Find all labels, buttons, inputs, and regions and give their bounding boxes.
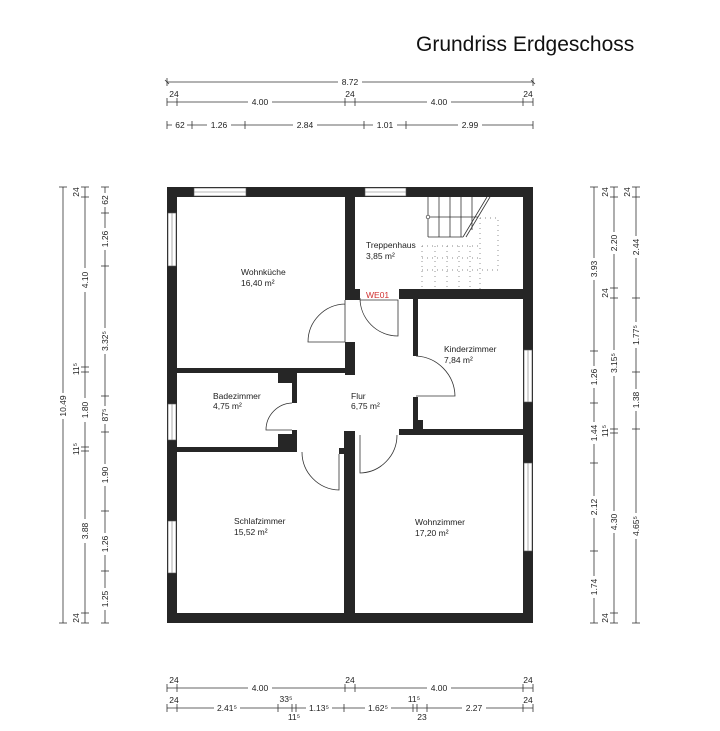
svg-text:2.84: 2.84 xyxy=(297,120,314,130)
svg-text:3,85 m²: 3,85 m² xyxy=(366,251,395,261)
svg-text:2.12: 2.12 xyxy=(589,498,599,515)
svg-text:11⁵: 11⁵ xyxy=(288,712,300,722)
svg-text:1.62⁵: 1.62⁵ xyxy=(368,703,388,713)
svg-text:1.26: 1.26 xyxy=(211,120,228,130)
svg-text:24: 24 xyxy=(523,89,533,99)
svg-text:11⁵: 11⁵ xyxy=(600,425,610,437)
svg-text:1.25: 1.25 xyxy=(100,590,110,607)
door-kitchen xyxy=(307,300,346,343)
svg-text:2.41⁵: 2.41⁵ xyxy=(217,703,237,713)
svg-text:7,84 m²: 7,84 m² xyxy=(444,355,473,365)
svg-text:24: 24 xyxy=(600,613,610,623)
dimension-left: 10.49 24 4.10 11⁵ 1.80 11⁵ 3.88 24 62 1.… xyxy=(57,186,112,624)
svg-text:1.44: 1.44 xyxy=(589,424,599,441)
svg-text:1.90: 1.90 xyxy=(100,466,110,483)
svg-text:1.77⁵: 1.77⁵ xyxy=(631,325,641,345)
plan-title: Grundriss Erdgeschoss xyxy=(416,33,635,56)
svg-text:24: 24 xyxy=(71,613,81,623)
dimension-bottom: 24 4.00 24 4.00 24 24 2.41⁵ 33⁵ 11⁵ 1.13… xyxy=(166,675,534,722)
svg-text:11⁵: 11⁵ xyxy=(408,694,420,704)
svg-text:3.93: 3.93 xyxy=(589,260,599,277)
svg-text:24: 24 xyxy=(169,675,179,685)
door-bedroom xyxy=(301,451,340,491)
svg-text:10.49: 10.49 xyxy=(58,395,68,417)
svg-text:1.26: 1.26 xyxy=(589,368,599,385)
door-entrance xyxy=(359,297,399,337)
svg-text:15,52 m²: 15,52 m² xyxy=(234,527,268,537)
svg-text:2.99: 2.99 xyxy=(462,120,479,130)
unit-marker: WE01 xyxy=(366,290,389,300)
svg-text:Wohnzimmer: Wohnzimmer xyxy=(415,517,465,527)
svg-text:24: 24 xyxy=(523,675,533,685)
svg-text:3.15⁵: 3.15⁵ xyxy=(609,353,619,373)
svg-text:23: 23 xyxy=(417,712,427,722)
svg-text:Kinderzimmer: Kinderzimmer xyxy=(444,344,497,354)
svg-text:17,20 m²: 17,20 m² xyxy=(415,528,449,538)
svg-text:33⁵: 33⁵ xyxy=(280,694,293,704)
svg-text:1.13⁵: 1.13⁵ xyxy=(309,703,329,713)
svg-text:24: 24 xyxy=(71,187,81,197)
svg-text:4.30: 4.30 xyxy=(609,513,619,530)
svg-text:1.74: 1.74 xyxy=(589,578,599,595)
svg-text:4.00: 4.00 xyxy=(431,97,448,107)
svg-text:Wohnküche: Wohnküche xyxy=(241,267,286,277)
dimension-right: 3.93 1.26 1.44 2.12 1.74 24 2.20 24 3.15… xyxy=(589,186,643,624)
svg-text:Badezimmer: Badezimmer xyxy=(213,391,261,401)
svg-text:1.26: 1.26 xyxy=(100,230,110,247)
svg-text:24: 24 xyxy=(600,288,610,298)
door-bath xyxy=(265,402,293,431)
svg-text:4.65⁵: 4.65⁵ xyxy=(631,516,641,536)
svg-text:24: 24 xyxy=(169,89,179,99)
svg-text:3.32⁵: 3.32⁵ xyxy=(100,331,110,351)
door-kids xyxy=(415,355,456,397)
svg-text:Treppenhaus: Treppenhaus xyxy=(366,240,416,250)
svg-text:8.72: 8.72 xyxy=(342,77,359,87)
svg-text:Flur: Flur xyxy=(351,391,366,401)
svg-text:11⁵: 11⁵ xyxy=(71,363,81,375)
svg-text:1.26: 1.26 xyxy=(100,535,110,552)
svg-text:4.00: 4.00 xyxy=(252,683,269,693)
svg-text:4.00: 4.00 xyxy=(252,97,269,107)
svg-text:1.80: 1.80 xyxy=(80,401,90,418)
svg-text:24: 24 xyxy=(169,695,179,705)
svg-text:24: 24 xyxy=(622,187,632,197)
svg-text:87⁵: 87⁵ xyxy=(100,409,110,422)
svg-text:62: 62 xyxy=(100,195,110,205)
svg-text:1.38: 1.38 xyxy=(631,391,641,408)
doors xyxy=(265,297,456,491)
svg-text:Schlafzimmer: Schlafzimmer xyxy=(234,516,286,526)
svg-text:24: 24 xyxy=(600,187,610,197)
svg-text:2.27: 2.27 xyxy=(466,703,483,713)
svg-text:1.01: 1.01 xyxy=(377,120,394,130)
svg-text:3.88: 3.88 xyxy=(80,522,90,539)
svg-text:4.10: 4.10 xyxy=(80,271,90,288)
svg-text:6,75 m²: 6,75 m² xyxy=(351,401,380,411)
svg-text:24: 24 xyxy=(523,695,533,705)
svg-text:62: 62 xyxy=(175,120,185,130)
dimension-top: 8.72 24 4.00 24 4.00 24 62 1.26 2.84 1.0… xyxy=(164,76,536,130)
staircase xyxy=(421,196,499,289)
walls xyxy=(167,187,533,623)
svg-text:24: 24 xyxy=(345,675,355,685)
svg-text:11⁵: 11⁵ xyxy=(71,443,81,455)
svg-text:16,40 m²: 16,40 m² xyxy=(241,278,275,288)
svg-text:24: 24 xyxy=(345,89,355,99)
svg-text:2.20: 2.20 xyxy=(609,234,619,251)
door-living xyxy=(359,434,398,474)
svg-text:2.44: 2.44 xyxy=(631,238,641,255)
svg-text:4,75 m²: 4,75 m² xyxy=(213,401,242,411)
svg-text:4.00: 4.00 xyxy=(431,683,448,693)
